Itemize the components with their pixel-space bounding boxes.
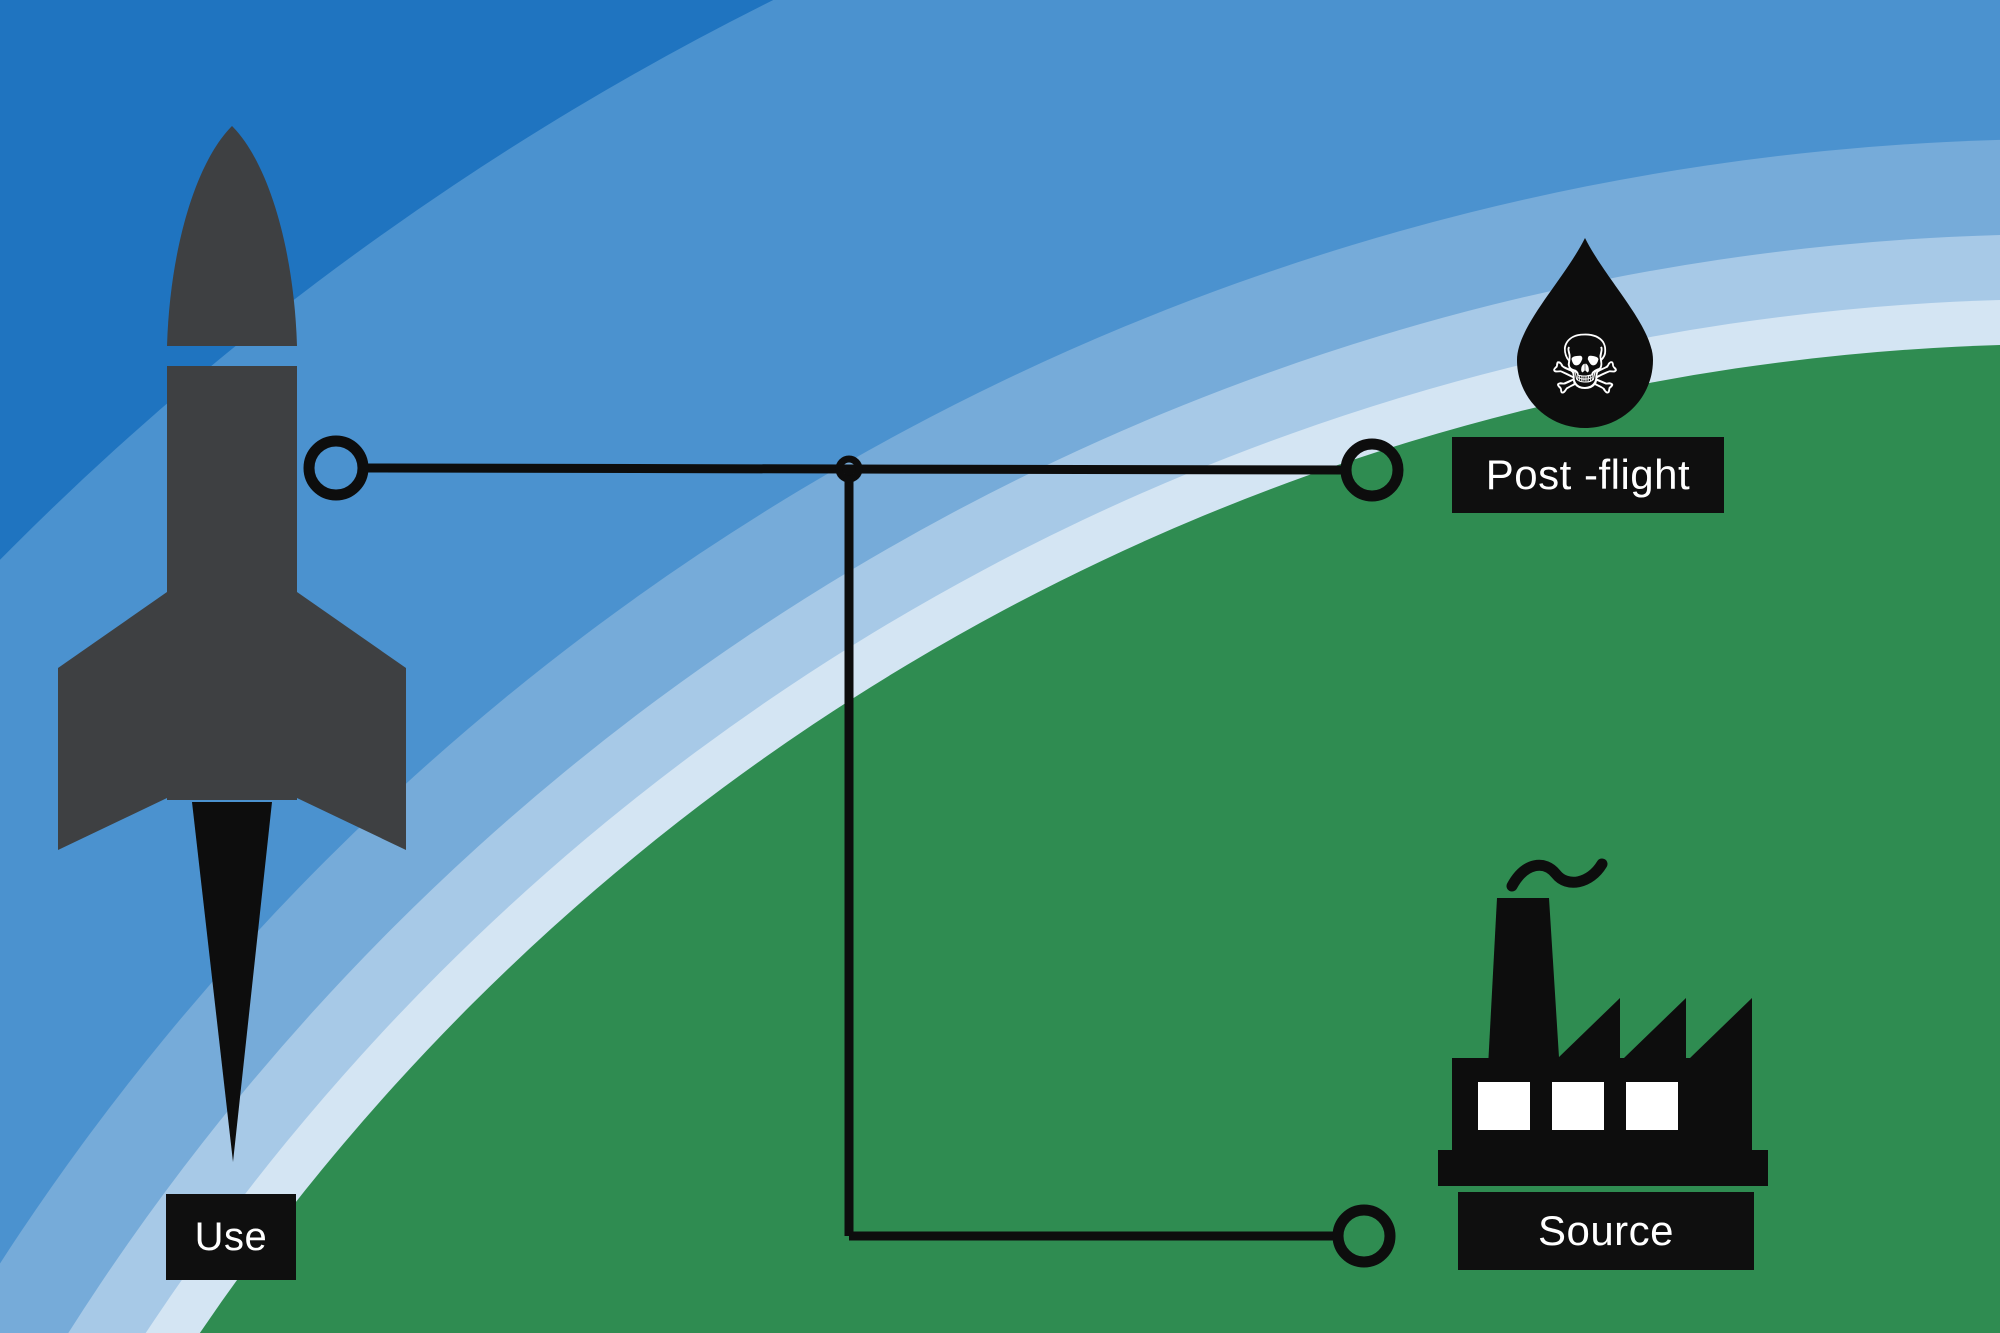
- connector-node-use: [303, 435, 369, 501]
- rocket-nose-cone: [167, 126, 297, 346]
- rocket-fin-left: [58, 592, 167, 850]
- rocket-flame: [192, 802, 272, 1162]
- factory-roof-tooth: [1624, 998, 1686, 1058]
- source-label: Source: [1458, 1192, 1754, 1270]
- connector-junction-dot: [835, 455, 863, 483]
- factory-icon: [1438, 858, 1768, 1186]
- rocket-body: [167, 366, 297, 800]
- factory-roof-tooth: [1558, 998, 1620, 1058]
- connector-node-postflight: [1340, 438, 1404, 502]
- factory-roof-tooth: [1690, 998, 1752, 1058]
- rocket-icon: [58, 126, 406, 1162]
- smoke-squiggle: [1506, 858, 1608, 892]
- factory-chimney: [1486, 898, 1562, 1105]
- post-flight-label: Post -flight: [1452, 437, 1724, 513]
- connector-node-source: [1332, 1204, 1396, 1268]
- connector-use-postflight-line: [362, 463, 1347, 475]
- use-label: Use: [166, 1194, 296, 1280]
- connector-lines: [303, 435, 1404, 1268]
- factory-base: [1438, 1150, 1768, 1186]
- droplet-shape: [1517, 238, 1653, 428]
- factory-window: [1626, 1082, 1678, 1130]
- factory-window: [1552, 1082, 1604, 1130]
- skull-crossbones-icon: ☠: [1548, 319, 1622, 414]
- rocket-fin-right: [297, 592, 406, 850]
- factory-window: [1478, 1082, 1530, 1130]
- toxic-droplet-icon: ☠: [1517, 238, 1653, 428]
